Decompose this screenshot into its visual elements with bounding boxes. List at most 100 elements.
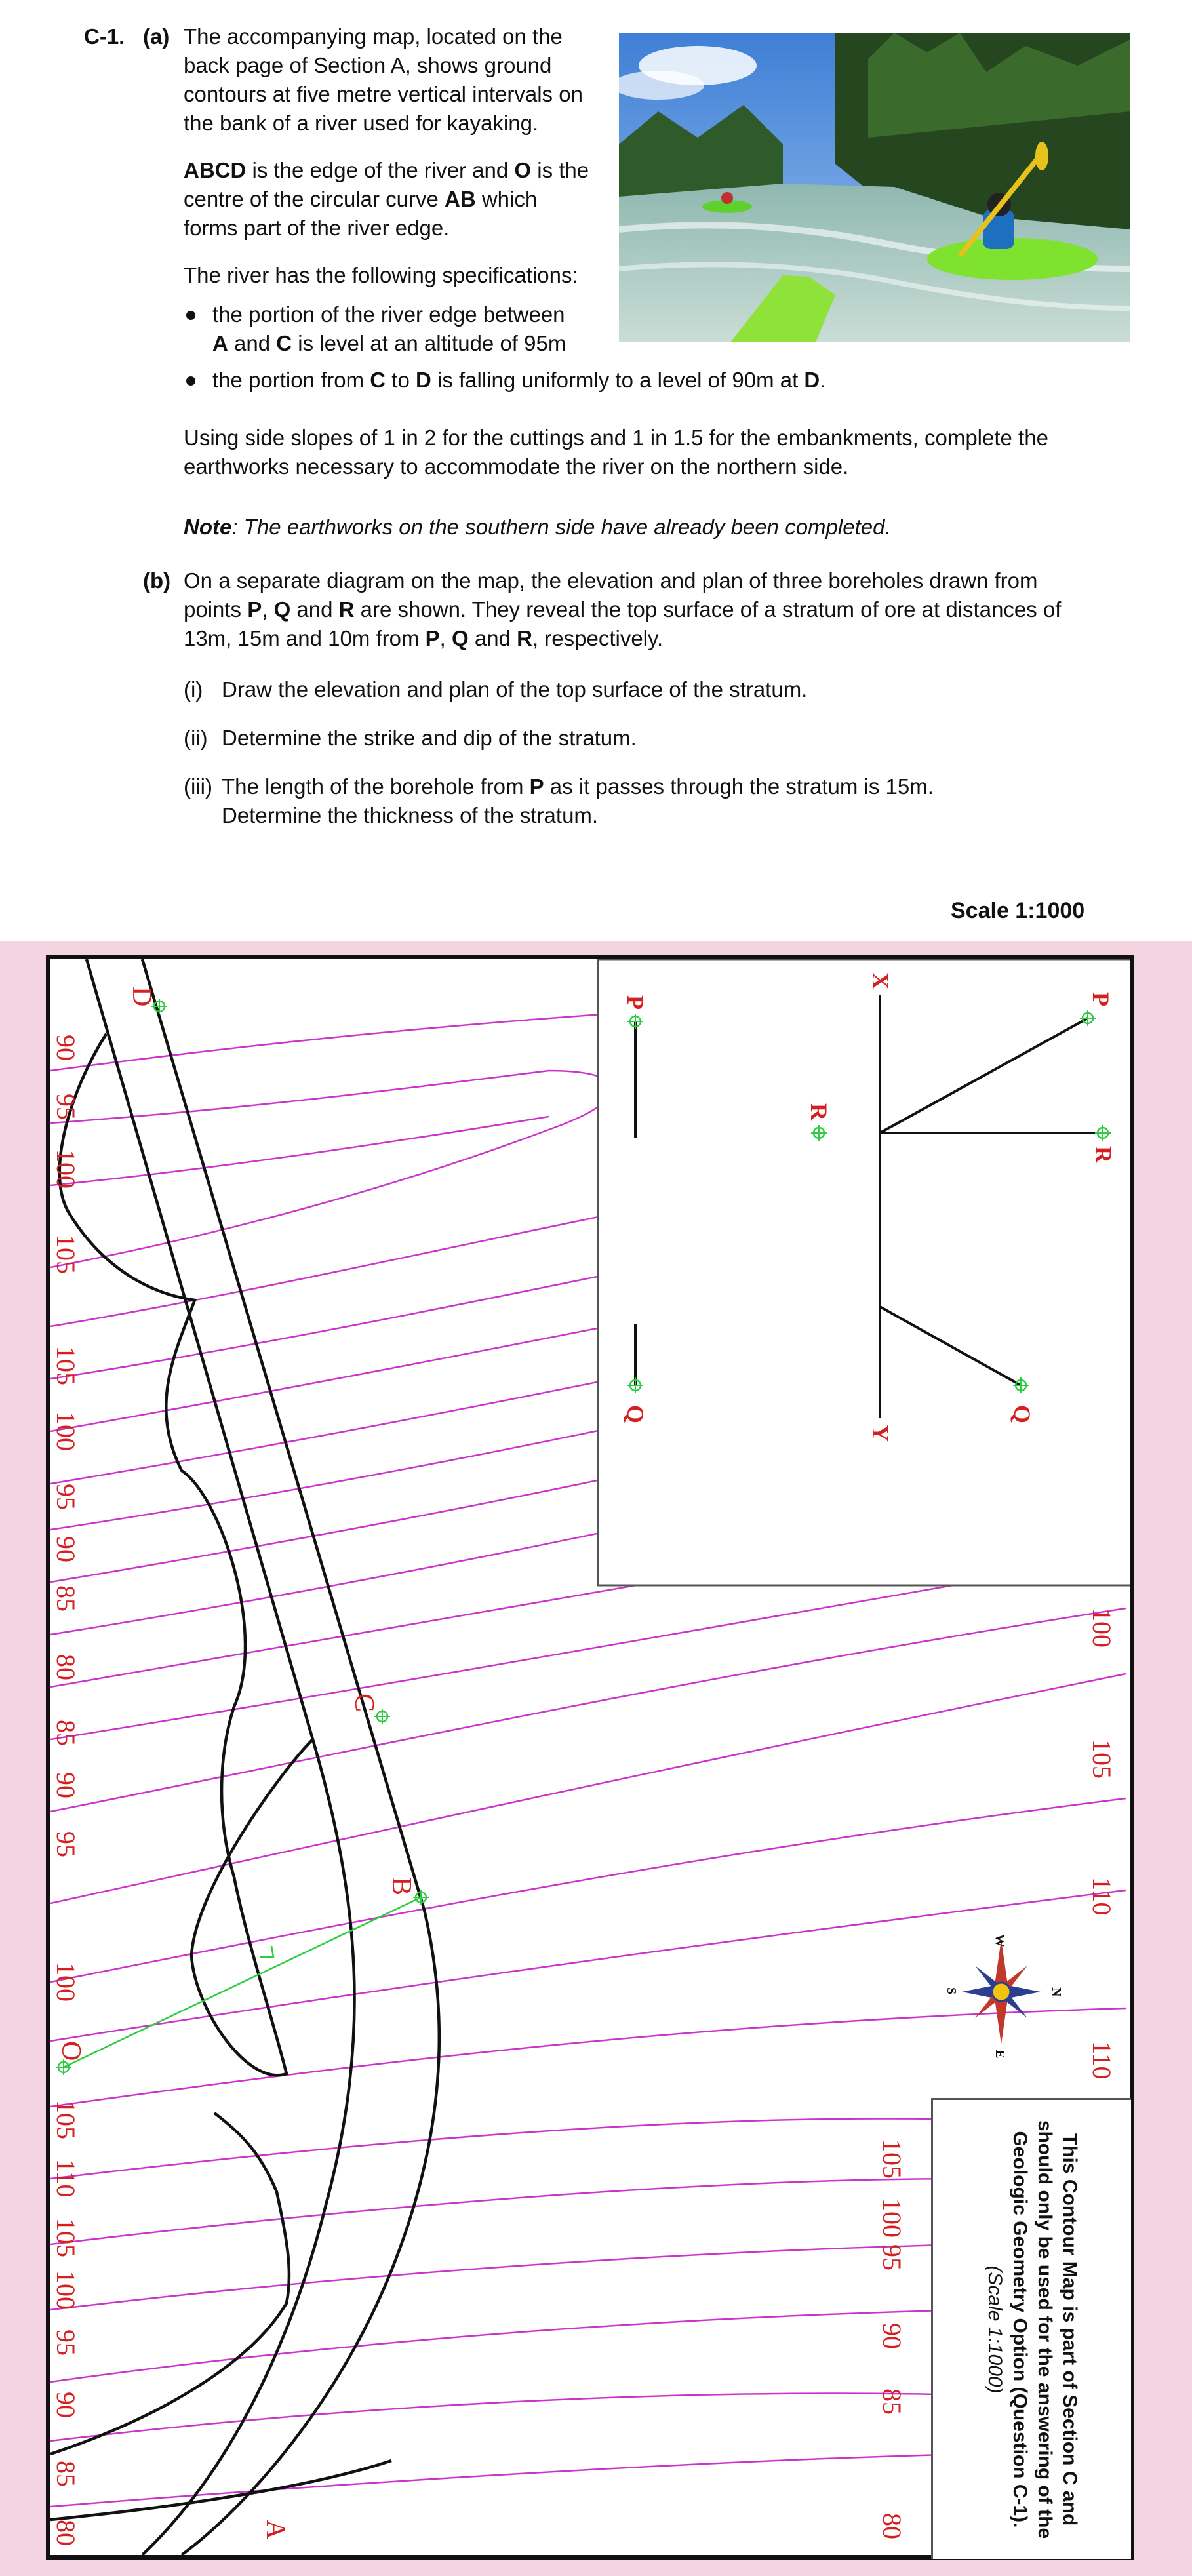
text-line: earthworks necessary to accommodate the … bbox=[184, 454, 849, 479]
contour-label: 105 bbox=[1087, 1739, 1117, 1779]
intro-line: back page of Section A, shows ground bbox=[184, 53, 552, 77]
text-span: , bbox=[262, 597, 274, 622]
bold-p: P bbox=[247, 597, 262, 622]
borehole-marker-q-elev bbox=[627, 1377, 643, 1393]
bold-o: O bbox=[514, 158, 532, 182]
text-line: On a separate diagram on the map, the el… bbox=[184, 568, 1038, 593]
text-span: and bbox=[468, 626, 517, 650]
contour-label: 100 bbox=[51, 1412, 81, 1451]
river-edges bbox=[50, 959, 441, 2555]
contour-label: 80 bbox=[51, 2520, 81, 2546]
bullet-dot bbox=[186, 311, 195, 320]
contour-label: 105 bbox=[877, 2139, 907, 2179]
contour-label: 105 bbox=[51, 1235, 81, 1274]
bold-ab: AB bbox=[445, 187, 476, 211]
contour-label: 110 bbox=[51, 2159, 81, 2198]
borehole-marker-p-elev bbox=[627, 1014, 643, 1029]
sub-text: Determine the strike and dip of the stra… bbox=[222, 726, 637, 750]
note-label: Note bbox=[184, 515, 232, 539]
right-contour-labels: 100 105 110 110 105 100 95 90 85 80 bbox=[877, 1608, 1117, 2539]
sub-number: (ii) bbox=[184, 726, 208, 750]
text-span: 13m, 15m and 10m from bbox=[184, 626, 426, 650]
contour-label: 90 bbox=[51, 2392, 81, 2418]
contour-label: 80 bbox=[877, 2513, 907, 2539]
contour-map: D C B O A 90 95 100 105 105 100 95 90 85… bbox=[46, 955, 1134, 2560]
contour-label: 95 bbox=[877, 2244, 907, 2270]
contour-label: 90 bbox=[51, 1035, 81, 1061]
part-b-paragraph: On a separate diagram on the map, the el… bbox=[184, 566, 1061, 653]
river-edge-paragraph: ABCD is the edge of the river and O is t… bbox=[184, 156, 589, 243]
contour-label: 90 bbox=[51, 1772, 81, 1798]
point-marker-b bbox=[413, 1890, 429, 1905]
note-text: : The earthworks on the southern side ha… bbox=[231, 515, 891, 539]
text-span: to bbox=[386, 368, 416, 392]
map-note: This Contour Map is part of Section C an… bbox=[982, 2113, 1082, 2546]
compass-rose-icon: W E N S bbox=[944, 1934, 1063, 2058]
contour-label: 85 bbox=[51, 1585, 81, 1612]
contour-label: 95 bbox=[51, 2329, 81, 2356]
note-line: Note: The earthworks on the southern sid… bbox=[184, 513, 891, 542]
borehole-marker-r-elev bbox=[811, 1125, 827, 1141]
borehole-label-r: R bbox=[1090, 1146, 1117, 1164]
question-number: C-1. bbox=[84, 24, 125, 49]
text-span: is the bbox=[531, 158, 589, 182]
scale-label: Scale 1:1000 bbox=[951, 898, 1085, 923]
contour-label: 90 bbox=[51, 1536, 81, 1562]
contour-label: 85 bbox=[51, 1720, 81, 1746]
text-span: as it passes through the stratum is 15m. bbox=[544, 774, 934, 799]
bullet-item: the portion from C to D is falling unifo… bbox=[184, 366, 825, 395]
contour-label: 80 bbox=[51, 1654, 81, 1680]
text-span: The length of the borehole from bbox=[222, 774, 530, 799]
bold-q: Q bbox=[452, 626, 469, 650]
slopes-paragraph: Using side slopes of 1 in 2 for the cutt… bbox=[184, 424, 1048, 481]
text-span: , respectively. bbox=[532, 626, 664, 650]
point-marker-d bbox=[151, 999, 167, 1014]
contour-label: 100 bbox=[877, 2198, 907, 2238]
borehole-marker-r-plan bbox=[1095, 1125, 1111, 1141]
point-marker-c bbox=[374, 1709, 390, 1724]
contour-label: 110 bbox=[1087, 2041, 1117, 2080]
map-note-main: This Contour Map is part of Section C an… bbox=[1009, 2120, 1081, 2539]
bold-c: C bbox=[276, 331, 292, 355]
part-a-intro: The accompanying map, located on the bac… bbox=[184, 22, 583, 138]
text-span: centre of the circular curve bbox=[184, 187, 445, 211]
left-contour-labels: 90 95 100 105 105 100 95 90 85 80 85 90 … bbox=[51, 1035, 81, 2546]
contour-label: 100 bbox=[1087, 1608, 1117, 1648]
bold-q: Q bbox=[273, 597, 291, 622]
bold-p: P bbox=[425, 626, 440, 650]
bold-c: C bbox=[370, 368, 386, 392]
text-span: . bbox=[820, 368, 826, 392]
borehole-marker-q-plan bbox=[1013, 1377, 1029, 1393]
contour-label: 95 bbox=[51, 1484, 81, 1510]
radius-line bbox=[63, 1896, 422, 2069]
borehole-label-x: X bbox=[867, 972, 894, 989]
map-note-box: This Contour Map is part of Section C an… bbox=[931, 2098, 1131, 2559]
bold-p: P bbox=[529, 774, 544, 799]
point-marker-o bbox=[56, 2059, 71, 2075]
kayak-photo bbox=[619, 33, 1130, 342]
kayak-photo-drawing bbox=[619, 33, 1130, 342]
bullet-item: the portion of the river edge between A … bbox=[184, 300, 566, 358]
compass-s: S bbox=[944, 1987, 959, 1994]
text-span: and bbox=[228, 331, 277, 355]
point-label-b: B bbox=[386, 1877, 416, 1895]
contour-label: 95 bbox=[51, 1831, 81, 1857]
point-label-a: A bbox=[260, 2520, 290, 2540]
borehole-label-r: R bbox=[806, 1103, 832, 1121]
contour-map-drawing: D C B O A 90 95 100 105 105 100 95 90 85… bbox=[50, 959, 1130, 2555]
borehole-label-q: Q bbox=[622, 1405, 648, 1423]
borehole-diagram: P Q X Y R P R Q bbox=[597, 959, 1130, 1587]
text-span: is level at an altitude of 95m bbox=[292, 331, 566, 355]
text-span: , bbox=[439, 626, 452, 650]
borehole-label-q: Q bbox=[1009, 1405, 1035, 1423]
bold-d: D bbox=[415, 368, 431, 392]
contour-label: 100 bbox=[51, 1962, 81, 2002]
bold-a: A bbox=[212, 331, 228, 355]
point-label-d: D bbox=[127, 987, 157, 1006]
sub-text: The length of the borehole from P as it … bbox=[222, 772, 934, 801]
point-label-c: C bbox=[349, 1694, 379, 1712]
spec-heading: The river has the following specificatio… bbox=[184, 263, 578, 287]
contour-label: 110 bbox=[1087, 1877, 1117, 1916]
contour-label: 105 bbox=[51, 2100, 81, 2139]
contour-label: 95 bbox=[51, 1094, 81, 1120]
